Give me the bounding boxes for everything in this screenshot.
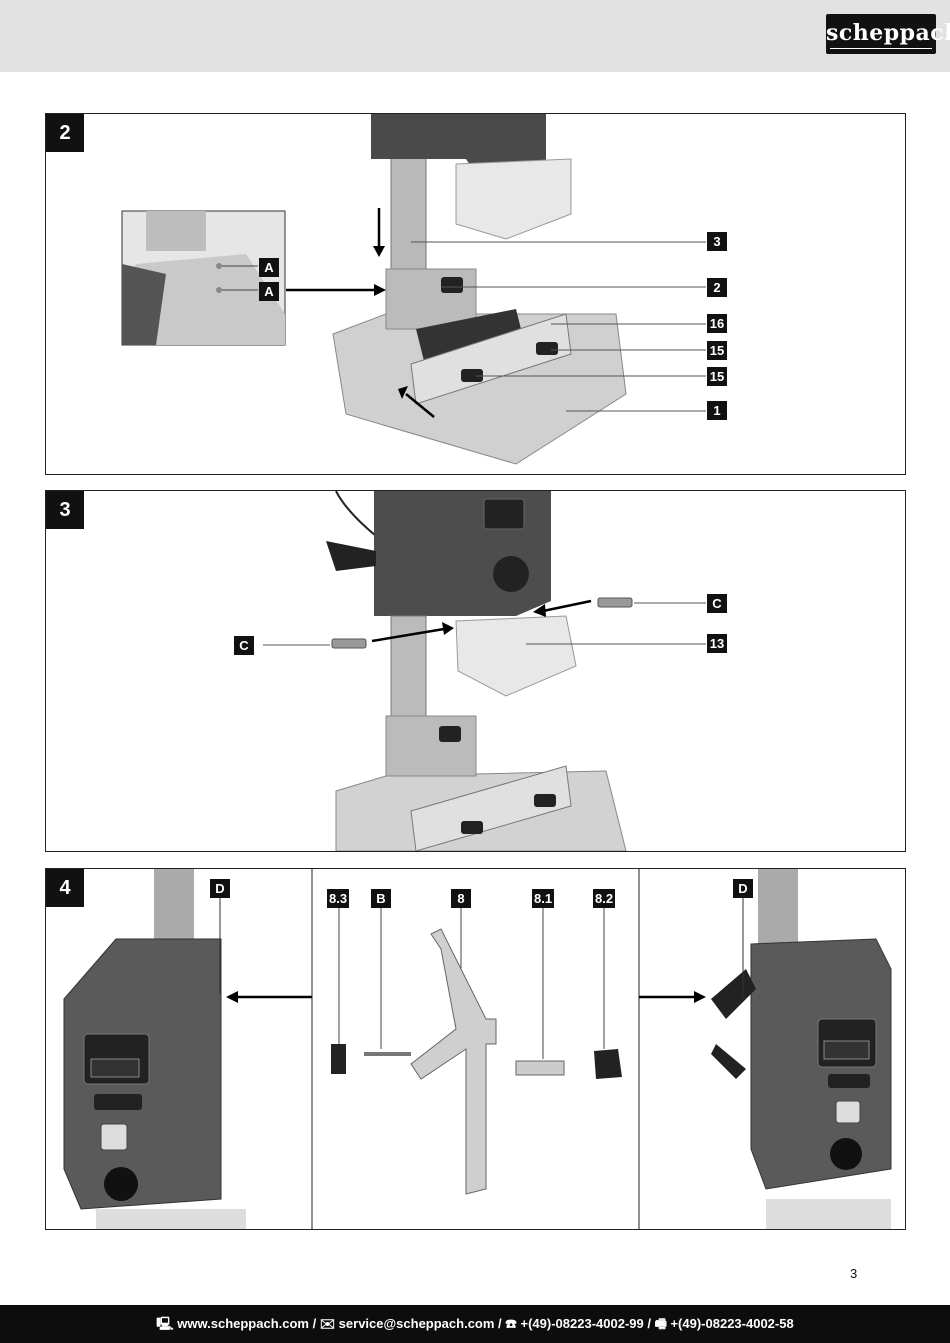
label-8: 8	[451, 889, 471, 908]
label-1: 1	[707, 401, 727, 420]
label-b: B	[371, 889, 391, 908]
drill-handle-illustration	[63, 869, 892, 1229]
drill-guard-illustration	[263, 491, 706, 851]
figure-number: 4	[46, 869, 84, 907]
label-13: 13	[707, 634, 727, 653]
label-a-2: A	[259, 282, 279, 301]
scheppach-logo: scheppach	[826, 14, 950, 54]
footer-phone: +(49)-08223-4002-99	[520, 1316, 644, 1331]
figure-number: 2	[46, 114, 84, 152]
label-8-3: 8.3	[327, 889, 350, 908]
label-c-left: C	[234, 636, 254, 655]
footer-separator: /	[643, 1316, 655, 1331]
label-15-1: 15	[707, 341, 727, 360]
header-band	[0, 0, 950, 72]
label-c-right: C	[707, 594, 727, 613]
label-2: 2	[707, 278, 727, 297]
footer-separator: /	[309, 1316, 320, 1331]
figure-2-panel: 2 A A 3 2	[45, 113, 906, 475]
mail-icon: ✉	[319, 1316, 339, 1331]
page-number: 3	[850, 1266, 858, 1281]
label-16: 16	[707, 314, 727, 333]
footer-separator: /	[494, 1316, 506, 1331]
label-8-2: 8.2	[593, 889, 616, 908]
label-3: 3	[707, 232, 727, 251]
label-8-1: 8.1	[532, 889, 555, 908]
label-a-1: A	[259, 258, 279, 277]
figure-number: 3	[46, 491, 84, 529]
phone-icon: ☎	[505, 1316, 521, 1331]
figure-4-panel: 4	[45, 868, 906, 1230]
fax-icon: 🖷	[654, 1316, 671, 1331]
footer-contact-bar: 🖳 www.scheppach.com / ✉ service@scheppac…	[0, 1305, 950, 1343]
footer-fax: +(49)-08223-4002-58	[670, 1316, 794, 1331]
figure-3-panel: 3 C C 13	[45, 490, 906, 852]
footer-email: service@scheppach.com	[338, 1316, 495, 1331]
label-d-left: D	[210, 879, 230, 898]
label-15-2: 15	[707, 367, 727, 386]
drill-base-illustration	[121, 114, 706, 465]
footer-website: www.scheppach.com	[177, 1316, 309, 1331]
computer-icon: 🖳	[156, 1316, 178, 1331]
label-d-right: D	[733, 879, 753, 898]
